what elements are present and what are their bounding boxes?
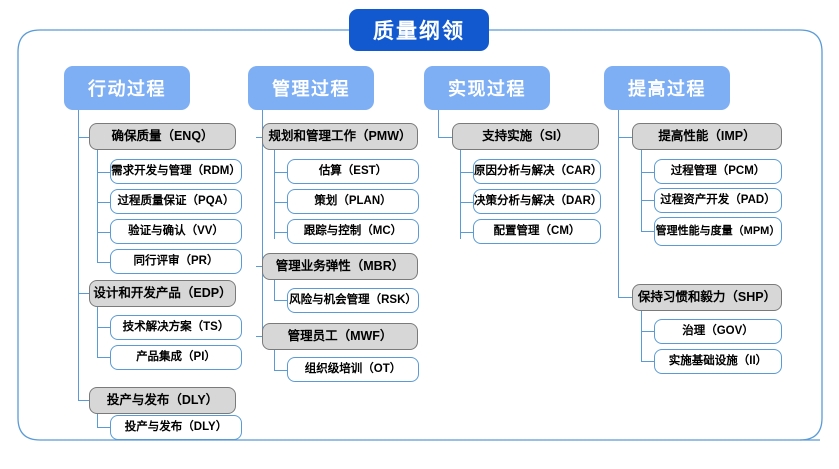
group-box-mbr[interactable]: 管理业务弹性（MBR） bbox=[262, 253, 418, 280]
column-header-3[interactable]: 实现过程 bbox=[424, 66, 550, 110]
leaf-box-pad[interactable]: 过程资产开发（PAD） bbox=[654, 188, 782, 213]
connector-c4-g2 bbox=[618, 297, 632, 299]
group-box-shp[interactable]: 保持习惯和毅力（SHP） bbox=[632, 284, 782, 311]
group-si-child-spine bbox=[460, 150, 462, 239]
connector-mwf-1 bbox=[274, 370, 287, 372]
leaf-box-pr[interactable]: 同行评审（PR） bbox=[110, 249, 242, 274]
leaf-box-dly-child[interactable]: 投产与发布（DLY） bbox=[110, 415, 242, 440]
connector-mbr-1 bbox=[274, 300, 287, 302]
leaf-box-cm[interactable]: 配置管理（CM） bbox=[473, 219, 601, 244]
leaf-box-car[interactable]: 原因分析与解决（CAR） bbox=[473, 159, 602, 184]
connector-enq-4 bbox=[97, 262, 110, 264]
connector-imp-2 bbox=[641, 200, 654, 202]
connector-enq-3 bbox=[97, 232, 110, 234]
connector-si-1 bbox=[460, 172, 473, 174]
connector-shp-1 bbox=[641, 331, 654, 333]
leaf-box-rdm[interactable]: 需求开发与管理（RDM） bbox=[110, 159, 242, 184]
root-title[interactable]: 质量纲领 bbox=[349, 9, 489, 51]
group-imp-child-spine bbox=[641, 150, 643, 232]
leaf-box-gov[interactable]: 治理（GOV） bbox=[654, 319, 782, 344]
column-3-spine bbox=[438, 110, 440, 138]
connector-pmw-3 bbox=[274, 232, 287, 234]
leaf-box-est[interactable]: 估算（EST） bbox=[287, 159, 419, 184]
leaf-box-pi[interactable]: 产品集成（PI） bbox=[110, 345, 242, 370]
leaf-box-mc[interactable]: 跟踪与控制（MC） bbox=[287, 219, 419, 244]
group-mbr-child-spine bbox=[274, 280, 276, 300]
leaf-box-mpm[interactable]: 管理性能与度量（MPM） bbox=[654, 217, 782, 246]
connector-edp-1 bbox=[97, 327, 110, 329]
connector-pmw-1 bbox=[274, 172, 287, 174]
connector-enq-1 bbox=[97, 172, 110, 174]
group-box-mwf[interactable]: 管理员工（MWF） bbox=[262, 323, 418, 350]
group-box-dly[interactable]: 投产与发布（DLY） bbox=[89, 387, 236, 414]
connector-c1-g3 bbox=[78, 400, 89, 402]
leaf-box-plan[interactable]: 策划（PLAN） bbox=[287, 189, 419, 214]
leaf-box-pcm[interactable]: 过程管理（PCM） bbox=[654, 159, 782, 184]
group-dly-child-spine bbox=[97, 414, 99, 427]
connector-c1-g1 bbox=[78, 137, 89, 139]
connector-c4-g1 bbox=[618, 137, 632, 139]
group-enq-child-spine bbox=[97, 150, 99, 239]
connector-shp-2 bbox=[641, 361, 654, 363]
leaf-box-dar[interactable]: 决策分析与解决（DAR） bbox=[473, 189, 602, 214]
group-enq-child-spine-2 bbox=[97, 239, 99, 263]
connector-pmw-2 bbox=[274, 202, 287, 204]
leaf-box-pqa[interactable]: 过程质量保证（PQA） bbox=[110, 189, 242, 214]
leaf-box-vv[interactable]: 验证与确认（VV） bbox=[110, 219, 242, 244]
leaf-box-ot[interactable]: 组织级培训（OT） bbox=[287, 357, 419, 382]
column-header-2[interactable]: 管理过程 bbox=[248, 66, 374, 110]
connector-imp-3 bbox=[641, 231, 654, 233]
group-box-enq[interactable]: 确保质量（ENQ） bbox=[89, 123, 236, 150]
connector-si-3 bbox=[460, 232, 473, 234]
column-header-4[interactable]: 提高过程 bbox=[604, 66, 730, 110]
connector-si-2 bbox=[460, 202, 473, 204]
connector-edp-2 bbox=[97, 357, 110, 359]
group-box-edp[interactable]: 设计和开发产品（EDP） bbox=[89, 280, 236, 307]
column-header-1[interactable]: 行动过程 bbox=[64, 66, 190, 110]
connector-dly-1 bbox=[97, 427, 110, 429]
group-shp-child-spine bbox=[641, 311, 643, 361]
group-box-pmw[interactable]: 规划和管理工作（PMW） bbox=[262, 123, 418, 150]
group-pmw-child-spine bbox=[274, 150, 276, 239]
group-box-imp[interactable]: 提高性能（IMP） bbox=[632, 123, 782, 150]
column-1-spine bbox=[78, 110, 80, 400]
leaf-box-ts[interactable]: 技术解决方案（TS） bbox=[110, 315, 242, 340]
group-mwf-child-spine bbox=[274, 350, 276, 370]
leaf-box-rsk[interactable]: 风险与机会管理（RSK） bbox=[287, 288, 419, 313]
group-box-si[interactable]: 支持实施（SI） bbox=[452, 123, 599, 150]
group-edp-child-spine bbox=[97, 307, 99, 357]
connector-c3-g1 bbox=[438, 137, 452, 139]
connector-c1-g2 bbox=[78, 293, 89, 295]
leaf-box-ii[interactable]: 实施基础设施（II） bbox=[654, 349, 782, 374]
connector-enq-2 bbox=[97, 202, 110, 204]
connector-imp-1 bbox=[641, 172, 654, 174]
